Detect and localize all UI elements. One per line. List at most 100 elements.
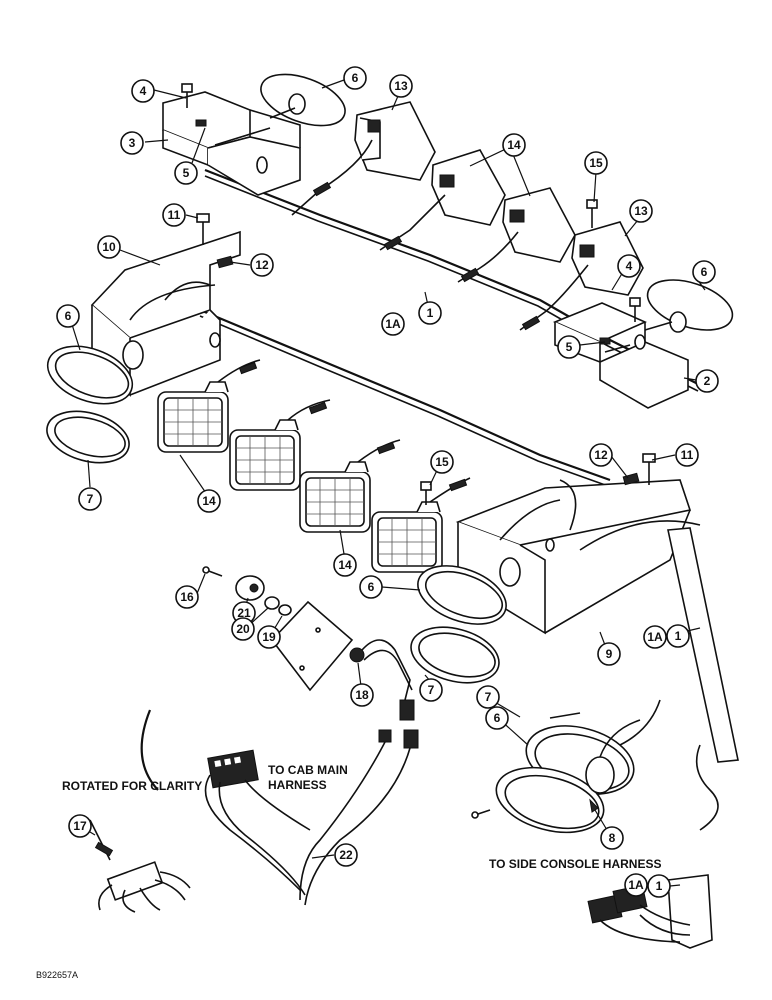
svg-text:6: 6 xyxy=(701,265,708,279)
callout-15-lower: 15 xyxy=(430,450,454,474)
svg-text:4: 4 xyxy=(140,84,147,98)
flood-lamp-14-upper-a xyxy=(379,149,506,251)
callout-5-right: 5 xyxy=(557,335,581,359)
callout-4: 4 xyxy=(131,79,155,103)
harness-lower xyxy=(199,308,611,482)
svg-text:8: 8 xyxy=(609,831,616,845)
oval-lamp-7-lower-right xyxy=(410,626,500,684)
svg-text:11: 11 xyxy=(168,208,181,222)
callout-6-detail: 6 xyxy=(485,706,509,730)
callout-7-lower-right: 7 xyxy=(419,678,443,702)
callout-14-lower-left: 14 xyxy=(197,489,221,513)
flood-lamp-14-lower-2 xyxy=(229,399,331,491)
connector-17 xyxy=(89,819,191,913)
svg-text:10: 10 xyxy=(102,240,116,254)
svg-text:15: 15 xyxy=(435,455,449,469)
svg-text:22: 22 xyxy=(339,848,353,862)
svg-text:6: 6 xyxy=(352,71,359,85)
callout-4-right: 4 xyxy=(617,254,641,278)
callout-16: 16 xyxy=(175,585,199,609)
svg-text:18: 18 xyxy=(355,688,369,702)
callout-14-lower-mid: 14 xyxy=(333,553,357,577)
callout-15-top: 15 xyxy=(584,151,608,175)
callout-6-left: 6 xyxy=(56,304,80,328)
right-bracket-9 xyxy=(455,479,701,635)
svg-text:2: 2 xyxy=(704,374,711,388)
svg-text:14: 14 xyxy=(338,558,352,572)
knob-21 xyxy=(235,575,265,601)
callout-6-right: 6 xyxy=(692,260,716,284)
svg-text:5: 5 xyxy=(183,166,190,180)
callout-2: 2 xyxy=(695,369,719,393)
svg-text:1A: 1A xyxy=(628,878,644,892)
callout-12-left: 12 xyxy=(250,253,274,277)
oval-lamp-6-lower-right xyxy=(417,565,507,625)
flood-lamp-14-upper-b xyxy=(457,187,576,283)
svg-text:14: 14 xyxy=(507,138,521,152)
bolt-15-upper xyxy=(586,199,598,228)
callout-17: 17 xyxy=(68,814,92,838)
svg-text:3: 3 xyxy=(129,136,136,150)
flood-lamp-14-lower-3 xyxy=(299,439,401,533)
harness-22 xyxy=(204,729,411,906)
callout-11-right: 11 xyxy=(675,443,699,467)
bolt-4 xyxy=(181,83,193,108)
callout-1-bottom: 1 xyxy=(647,874,671,898)
note-rotated-for-clarity: ROTATED FOR CLARITY xyxy=(62,779,202,793)
callout-7-left: 7 xyxy=(78,487,102,511)
callout-5: 5 xyxy=(174,161,198,185)
bolt-4-right xyxy=(629,297,641,322)
lamp-detail-8 xyxy=(471,699,661,834)
callout-10: 10 xyxy=(97,235,121,259)
harness-1-vertical xyxy=(667,527,739,949)
svg-text:6: 6 xyxy=(65,309,72,323)
callout-1-vertical: 1 xyxy=(666,624,690,648)
svg-text:20: 20 xyxy=(236,622,250,636)
svg-text:15: 15 xyxy=(589,156,603,170)
flood-lamp-14-lower-1 xyxy=(157,359,261,453)
callout-1a-vertical: 1A xyxy=(643,625,667,649)
callout-14-top: 14 xyxy=(502,133,526,157)
svg-text:5: 5 xyxy=(566,340,573,354)
svg-text:12: 12 xyxy=(594,448,608,462)
svg-text:21: 21 xyxy=(237,606,251,620)
note-to-cab-main-line1: TO CAB MAIN xyxy=(268,763,348,777)
callout-11-left: 11 xyxy=(162,203,186,227)
callout-6-top: 6 xyxy=(343,66,367,90)
svg-text:1: 1 xyxy=(675,629,682,643)
screw-16 xyxy=(202,566,223,577)
left-bracket-3 xyxy=(162,91,301,196)
callout-8: 8 xyxy=(600,826,624,850)
clip-12-left xyxy=(216,255,234,269)
svg-text:4: 4 xyxy=(626,259,633,273)
callouts: 4 3 5 6 13 14 15 13 4 6 1 1A 5 2 11 10 1… xyxy=(56,66,719,898)
flood-lamp-13-left xyxy=(291,101,436,216)
callout-13-top: 13 xyxy=(389,74,413,98)
oval-lamp-7-left xyxy=(46,410,130,464)
svg-text:9: 9 xyxy=(606,647,613,661)
oval-lamp-6-right xyxy=(644,279,734,333)
callout-1-upper: 1 xyxy=(418,301,442,325)
callout-12-right: 12 xyxy=(589,443,613,467)
callout-6-lower-right: 6 xyxy=(359,575,383,599)
note-to-side-console: TO SIDE CONSOLE HARNESS xyxy=(489,857,661,871)
callout-7-detail: 7 xyxy=(476,685,500,709)
callout-18: 18 xyxy=(350,683,374,707)
oval-lamp-6-left xyxy=(46,345,134,405)
bolt-11-left xyxy=(196,213,210,245)
callout-9: 9 xyxy=(597,642,621,666)
callout-13-right: 13 xyxy=(629,199,653,223)
svg-text:1: 1 xyxy=(656,879,663,893)
note-to-cab-main-line2: HARNESS xyxy=(268,778,327,792)
svg-text:7: 7 xyxy=(485,690,492,704)
svg-text:16: 16 xyxy=(180,590,194,604)
svg-text:19: 19 xyxy=(262,630,276,644)
flood-lamp-14-lower-4 xyxy=(371,477,471,573)
svg-text:1A: 1A xyxy=(385,317,401,331)
svg-text:12: 12 xyxy=(255,258,269,272)
bolt-11-right xyxy=(642,453,656,485)
svg-text:1: 1 xyxy=(427,306,434,320)
oval-lamp-6-top xyxy=(260,73,346,127)
lower-light-bar xyxy=(46,213,701,684)
svg-text:11: 11 xyxy=(681,448,694,462)
